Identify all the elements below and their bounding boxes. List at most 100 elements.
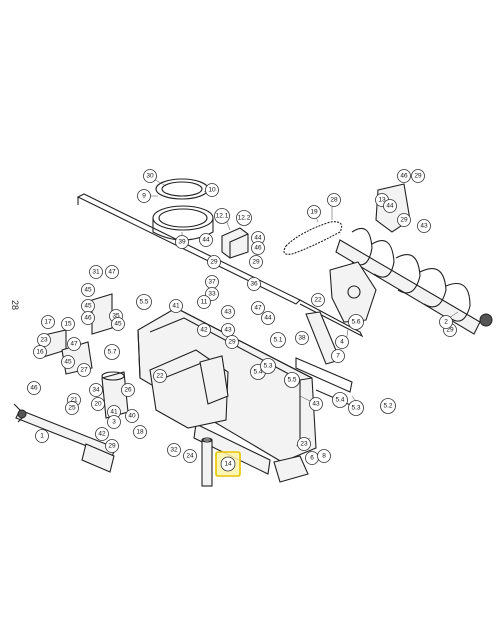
- callout-circle: [380, 398, 396, 414]
- callout-label: 45: [84, 287, 92, 294]
- callout-circle: [81, 311, 95, 325]
- callout-5-3: 5.3: [260, 358, 276, 374]
- callout-label: 29: [252, 259, 260, 266]
- callout-circle: [197, 295, 211, 309]
- callout-label: 25: [68, 405, 76, 412]
- callout-label: 20: [94, 401, 102, 408]
- callout-29: 29: [397, 213, 411, 227]
- callout-circle: [251, 301, 265, 315]
- callout-label: 45: [84, 303, 92, 310]
- callout-37: 37: [205, 275, 219, 289]
- callout-31: 31: [89, 265, 103, 279]
- callout-label: 46: [30, 385, 38, 392]
- callout-circle: [417, 219, 431, 233]
- callout-29: 29: [105, 439, 119, 453]
- callout-label: 41: [172, 303, 180, 310]
- callout-circle: [397, 169, 411, 183]
- callout-47: 47: [251, 301, 265, 315]
- callout-label: 11: [201, 299, 208, 306]
- callout-42: 42: [95, 427, 109, 441]
- callout-circle: [205, 183, 219, 197]
- callout-label: 23: [300, 441, 308, 448]
- callout-43: 43: [417, 219, 431, 233]
- highlighted-callout-label: 14: [224, 461, 232, 468]
- callout-label: 5.5: [139, 299, 148, 306]
- callout-circle: [175, 235, 189, 249]
- callout-circle: [35, 429, 49, 443]
- callout-45: 45: [81, 283, 95, 297]
- callout-circle: [335, 335, 349, 349]
- upper-rod-assembly: [76, 193, 364, 338]
- callout-circle: [61, 355, 75, 369]
- callout-circle: [383, 199, 397, 213]
- callout-circle: [137, 189, 151, 203]
- callout-label: 28: [330, 197, 338, 204]
- callout-circle: [65, 401, 79, 415]
- callout-label: 31: [92, 269, 100, 276]
- callout-1: 1: [35, 429, 49, 443]
- callout-label: 7: [336, 353, 340, 360]
- callout-label: 47: [108, 269, 116, 276]
- callout-34: 34: [89, 383, 103, 397]
- callout-circle: [153, 369, 167, 383]
- callout-label: 43: [224, 309, 232, 316]
- callout-label: 8: [322, 453, 326, 460]
- callout-5-7: 5.7: [104, 344, 120, 360]
- callout-circle: [284, 372, 300, 388]
- callout-label: 46: [400, 173, 408, 180]
- callout-8: 8: [317, 449, 331, 463]
- callout-25: 25: [65, 401, 79, 415]
- callout-label: 24: [186, 453, 194, 460]
- callout-17: 17: [41, 315, 55, 329]
- callout-label: 42: [98, 431, 106, 438]
- callout-32: 32: [167, 443, 181, 457]
- callout-label: 43: [420, 223, 428, 230]
- callout-label: 39: [178, 239, 186, 246]
- callout-27: 27: [77, 363, 91, 377]
- callout-19: 19: [307, 205, 321, 219]
- callout-10: 10: [205, 183, 219, 197]
- callout-43: 43: [221, 305, 235, 319]
- callout-circle: [89, 383, 103, 397]
- callout-circle: [167, 443, 181, 457]
- callout-5-5: 5.5: [136, 294, 152, 310]
- callout-circle: [348, 400, 364, 416]
- callout-41: 41: [169, 299, 183, 313]
- callout-label: 29: [108, 443, 116, 450]
- callout-5-5: 5.5: [284, 372, 300, 388]
- callout-circle: [105, 439, 119, 453]
- callout-label: 5.7: [107, 349, 116, 356]
- callout-circle: [327, 193, 341, 207]
- callout-44: 44: [261, 311, 275, 325]
- callout-label: 5.3: [263, 363, 272, 370]
- callout-label: 40: [128, 413, 136, 420]
- callout-circle: [307, 205, 321, 219]
- callout-label: 32: [170, 447, 178, 454]
- callout-label: 27: [80, 367, 88, 374]
- chute-ring-assembly: [152, 178, 214, 241]
- callout-circle: [221, 305, 235, 319]
- callout-12-1: 12.1: [214, 208, 230, 224]
- callout-label: 10: [208, 187, 216, 194]
- callout-29: 29: [249, 255, 263, 269]
- callout-label: 17: [44, 319, 52, 326]
- callout-45: 45: [61, 355, 75, 369]
- callout-circle: [261, 311, 275, 325]
- callout-label: 44: [386, 203, 394, 210]
- callout-label: 3: [112, 419, 116, 426]
- callout-label: 12.2: [238, 215, 251, 222]
- chain-19: [283, 221, 343, 255]
- callout-circle: [169, 299, 183, 313]
- callout-circle: [348, 314, 364, 330]
- callout-circle: [439, 315, 453, 329]
- callout-circle: [33, 345, 47, 359]
- callout-44: 44: [199, 233, 213, 247]
- callout-circle: [397, 213, 411, 227]
- callout-label: 18: [136, 429, 144, 436]
- callout-18: 18: [133, 425, 147, 439]
- callout-26: 26: [121, 383, 135, 397]
- callout-circle: [95, 427, 109, 441]
- callout-47: 47: [67, 337, 81, 351]
- callout-circle: [125, 409, 139, 423]
- callout-circle: [121, 383, 135, 397]
